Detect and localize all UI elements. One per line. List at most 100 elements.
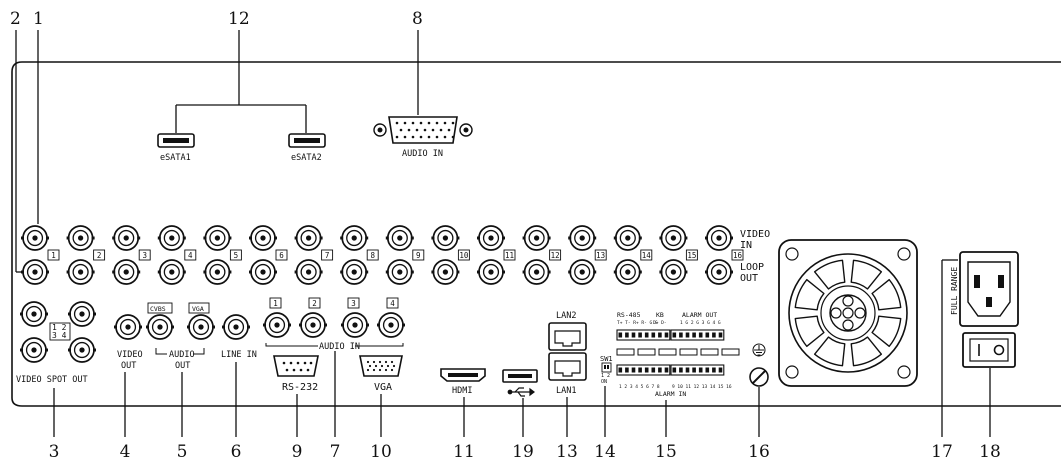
loop-out-bnc <box>203 259 232 285</box>
line-in-connector <box>222 314 250 340</box>
callout-6: 6 <box>231 442 242 462</box>
audio-in-number-box <box>347 297 360 309</box>
fan-grille <box>778 239 918 387</box>
loop-out-bnc <box>112 259 141 285</box>
callout-3: 3 <box>49 442 60 462</box>
video-out-connector <box>114 314 142 340</box>
loop-out-label-2: OUT <box>740 273 758 284</box>
loop-out-bnc <box>21 259 49 285</box>
ground-screw <box>749 367 769 387</box>
callout-10: 10 <box>370 442 392 462</box>
video-in-bnc <box>340 225 369 251</box>
channel-number-box <box>184 249 197 261</box>
channel-number-box <box>321 249 334 261</box>
channel-number: 3 <box>142 251 147 260</box>
rs485-label: RS-485 <box>617 311 641 319</box>
rs232-port <box>273 355 319 377</box>
vga-small-box <box>188 302 210 314</box>
video-in-bnc <box>705 225 733 251</box>
channel-number: 13 <box>596 251 605 260</box>
vga-label: VGA <box>374 382 392 393</box>
audio-in-number: 4 <box>390 299 395 308</box>
ground-icon <box>752 343 766 357</box>
loop-out-bnc <box>66 259 95 285</box>
channel-number-box <box>731 249 744 261</box>
channel-number: 2 <box>97 251 102 260</box>
audio-in-bnc <box>263 312 291 338</box>
video-in-bnc <box>294 225 323 251</box>
audio-out-label-1: AUDIO <box>169 350 195 360</box>
leader-lines-bottom <box>53 259 991 437</box>
video-out-label-2: OUT <box>121 361 136 371</box>
channel-number: 9 <box>416 251 421 260</box>
cvbs-label: CVBS <box>150 305 166 313</box>
line-in-bnc <box>222 314 250 340</box>
terminal-block-middle <box>616 348 740 356</box>
power-switch <box>962 332 1016 368</box>
lan1-port <box>548 352 587 381</box>
audio-out-label-2: OUT <box>175 361 190 371</box>
channel-number: 8 <box>370 251 375 260</box>
video-out-bnc <box>114 314 142 340</box>
terminal-block-bottom <box>616 364 725 376</box>
channel-number-box <box>138 249 151 261</box>
loop-out-bnc <box>568 259 597 285</box>
video-in-row <box>21 225 733 251</box>
hdmi-label: HDMI <box>452 386 472 396</box>
channel-number-box <box>640 249 653 261</box>
audio-in-bnc <box>341 312 369 338</box>
spot-num-2: 3 4 <box>52 331 67 340</box>
spot-number-box <box>49 322 71 341</box>
video-in-bnc <box>203 225 232 251</box>
fan-screws <box>785 247 911 379</box>
video-in-label-2: IN <box>740 240 752 251</box>
loop-out-label-1: LOOP <box>740 262 764 273</box>
callout-13: 13 <box>556 442 578 462</box>
loop-out-bnc <box>659 259 688 285</box>
audio-in-top-label: AUDIO IN <box>402 149 443 159</box>
loop-out-row <box>21 259 733 285</box>
video-in-bnc <box>66 225 95 251</box>
callout-9: 9 <box>292 442 303 462</box>
callout-1: 1 <box>33 9 44 29</box>
spot-out-bnc <box>20 337 48 363</box>
channel-number: 1 <box>51 251 56 260</box>
audio-in-db-connector <box>373 116 473 144</box>
channel-number: 12 <box>551 251 560 260</box>
channel-number-box <box>412 249 425 261</box>
audio-out-vga-bnc <box>187 314 215 340</box>
panel-outline <box>11 61 1061 407</box>
alarm-in-pins-left: 1 2 3 4 5 6 7 8 <box>619 384 660 390</box>
video-in-bnc <box>112 225 141 251</box>
sw-pins-2: ON <box>601 379 607 385</box>
audio-in-number: 1 <box>273 299 278 308</box>
alarm-out-label: ALARM OUT <box>682 311 717 319</box>
spot-num-1: 1 2 <box>52 323 67 332</box>
alarm-out-pins: 1 G 2 G 3 G 4 G <box>680 320 721 326</box>
channel-number: 5 <box>234 251 239 260</box>
video-in-bnc <box>249 225 277 251</box>
channel-number: 11 <box>505 251 514 260</box>
esata2-port <box>288 133 326 148</box>
callout-12: 12 <box>228 9 250 29</box>
audio-in-bracket <box>265 343 404 347</box>
dip-switch <box>601 362 612 373</box>
line-in-label: LINE IN <box>221 350 257 360</box>
video-out-label-1: VIDEO <box>117 350 143 360</box>
rs485-pins: T+ T- R+ R- G G <box>617 320 658 326</box>
channel-number-box <box>457 249 470 261</box>
video-in-bnc <box>659 225 688 251</box>
spot-out-bnc <box>20 301 48 327</box>
video-in-label-1: VIDEO <box>740 229 770 240</box>
audio-in-bnc <box>299 312 327 338</box>
callout-8: 8 <box>412 9 423 29</box>
kb-pins: D+ D- <box>653 320 667 326</box>
callout-15: 15 <box>655 442 677 462</box>
channel-number: 4 <box>188 251 193 260</box>
audio-in-bottom-label: AUDIO IN <box>319 342 360 352</box>
terminal-block-top <box>616 329 725 341</box>
audio-out-bracket <box>155 348 205 355</box>
hdmi-port <box>440 368 486 382</box>
loop-out-bnc <box>249 259 277 285</box>
